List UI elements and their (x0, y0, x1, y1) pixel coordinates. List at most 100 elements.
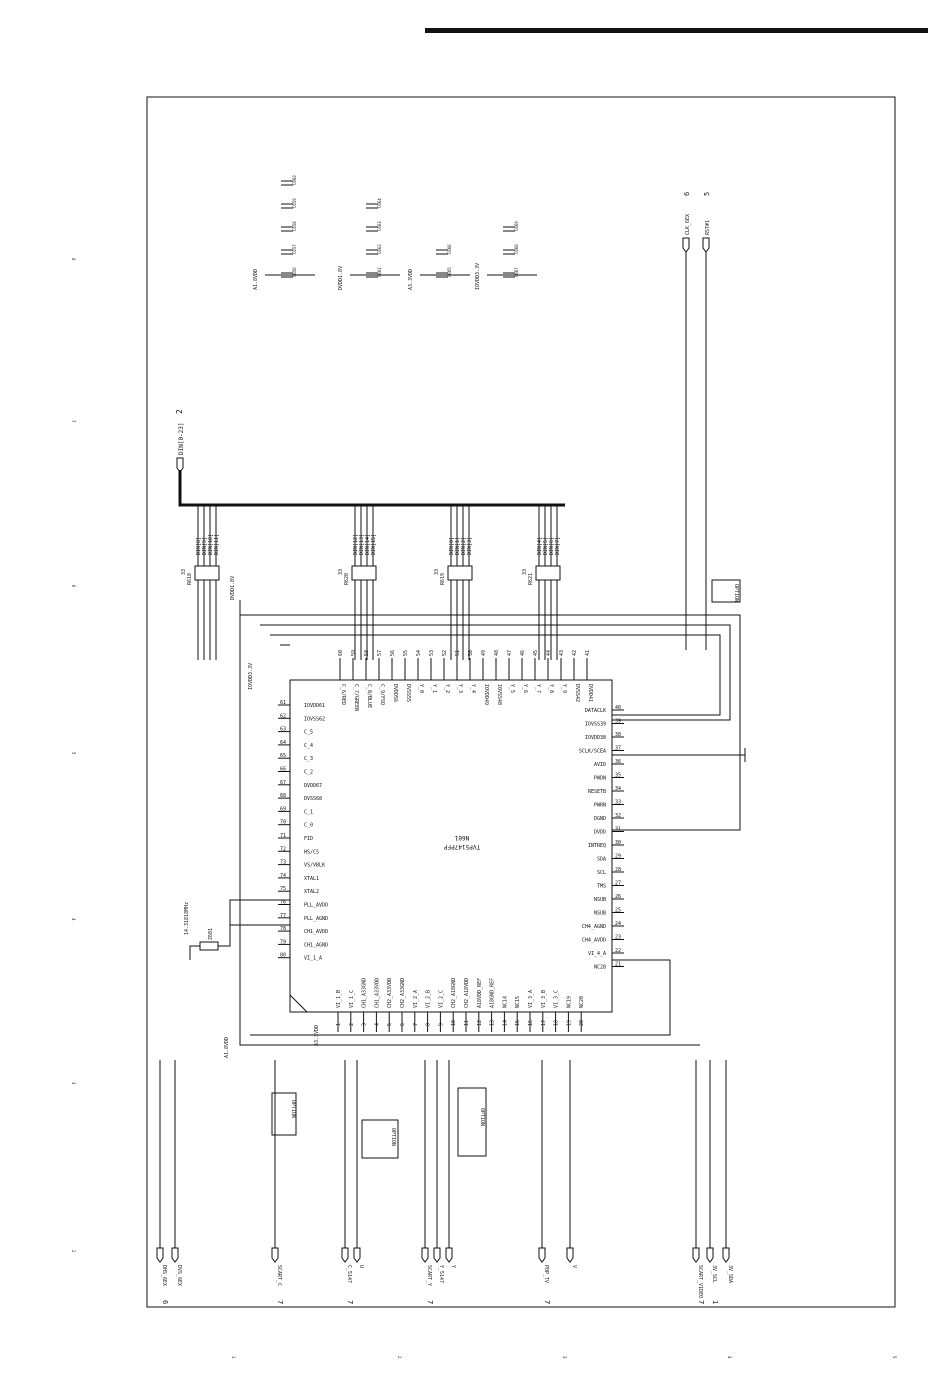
net-label: DIN[1] (455, 537, 461, 555)
pin-name-60: C_6/RED (340, 684, 346, 705)
pin-num-1: 1 (336, 1023, 342, 1026)
pin-num-63: 63 (280, 727, 286, 733)
port-label-3v_sda: 3V_SDA (727, 1265, 733, 1283)
pin-num-37: 37 (615, 746, 621, 752)
cap-ref: C657 (292, 244, 297, 254)
pin-name-2: VI_1_C (349, 990, 355, 1008)
port-connector (682, 237, 690, 253)
pin-num-45: 45 (533, 650, 539, 656)
pin-num-41: 41 (585, 650, 591, 656)
crystal-circuit: 14.31818MHz Z601 (184, 899, 290, 960)
resistor-array-R618 (194, 565, 220, 581)
pin-name-42: DVSS42 (574, 684, 580, 702)
pin-num-22: 22 (615, 948, 621, 954)
port-connector (156, 1247, 164, 1263)
pin-num-10: 10 (451, 1020, 457, 1026)
pin-name-9: VI_2_C (438, 990, 444, 1008)
tick-left: 5 (71, 752, 76, 755)
tick-bottom: 5 (892, 1356, 897, 1359)
pin-num-51: 51 (455, 650, 461, 656)
tick-left: 3 (71, 1082, 76, 1085)
pin-name-29: SDA (597, 857, 606, 863)
port-label-y_5147: Y_5147 (438, 1265, 444, 1283)
tick-left: 4 (71, 918, 76, 921)
pin-num-42: 42 (572, 650, 578, 656)
pin-num-78: 78 (280, 926, 286, 932)
pin-num-23: 23 (615, 935, 621, 941)
pin-name-48: IOVSS48 (496, 684, 502, 705)
pin-name-30: INTREQ (588, 843, 606, 849)
pin-num-29: 29 (615, 854, 621, 860)
port-label-u: U (358, 1265, 364, 1268)
resistor-array-value: 33 (434, 569, 440, 575)
pin-num-53: 53 (429, 650, 435, 656)
resistor-array-R620 (351, 565, 377, 581)
option-label-2: OPTION (390, 1128, 396, 1146)
pin-name-50: Y_4 (470, 684, 476, 693)
pin-num-16: 16 (528, 1020, 534, 1026)
pin-name-24: CH4_AGND (582, 924, 606, 930)
pin-num-47: 47 (507, 650, 513, 656)
option-label-4: OPTION (733, 584, 739, 602)
pin-name-49: IOVDD49 (483, 684, 489, 705)
resistor-array-R619 (447, 565, 473, 581)
pin-name-74: XTAL1 (304, 876, 319, 882)
tick-left: 2 (71, 1250, 76, 1253)
pin-num-5: 5 (387, 1023, 393, 1026)
pin-name-58: C_8/BLUE (366, 684, 372, 708)
tick-bottom: 2 (397, 1356, 402, 1359)
pin-num-17: 17 (541, 1020, 547, 1026)
pin-num-4: 4 (374, 1023, 380, 1026)
pins-top: 60C_6/RED59C_7/GREEN58C_8/BLUE57C_9/FSO5… (338, 650, 593, 711)
pin-num-11: 11 (464, 1020, 470, 1026)
pin-name-78: CH1_AVDD (304, 929, 328, 935)
pin-name-32: DGND (594, 816, 606, 822)
crystal-ref: Z601 (208, 928, 214, 940)
pin-name-57: C_9/FSO (379, 684, 385, 705)
resistor-arrays: R61833DIN[8]DIN[9]DIN[10]DIN[11]R62033DI… (181, 505, 561, 660)
pin-name-1: VI_1_B (336, 990, 342, 1008)
pins-right: 40DATACLK39IOVSS3938IOVDD3837SCLK/SCEA36… (579, 705, 624, 971)
pin-num-25: 25 (615, 908, 621, 914)
pin-num-27: 27 (615, 881, 621, 887)
pin-name-75: XTAL2 (304, 889, 319, 895)
port-sheet: 7 (346, 1300, 354, 1304)
decap-rail-label: A3.3VDD (408, 269, 414, 290)
pin-name-8: VI_2_B (426, 990, 432, 1008)
pin-name-18: VI_3_C (554, 990, 560, 1008)
net-label: DIN[8] (196, 537, 202, 555)
pin-name-23: CH4_AVDD (582, 938, 606, 944)
pin-num-73: 73 (280, 860, 286, 866)
cap-ref: C661 (377, 267, 382, 277)
pin-name-69: C_1 (304, 809, 313, 815)
pin-num-7: 7 (413, 1023, 419, 1026)
pin-num-76: 76 (280, 900, 286, 906)
pin-name-61: IOVDD61 (304, 703, 325, 709)
cap-ref: C659 (292, 198, 297, 208)
pin-num-19: 19 (566, 1020, 572, 1026)
port-label-scart_video: SCART_VIDEO (697, 1265, 703, 1298)
pin-name-65: C_3 (304, 756, 313, 762)
net-label: DIN[13] (359, 534, 365, 555)
port-sheet: 7 (276, 1300, 284, 1304)
pin-num-75: 75 (280, 886, 286, 892)
pin-num-48: 48 (494, 650, 500, 656)
pins-bottom: 1VI_1_B2VI_1_C3CH1_A33GND4CH1_A33VDD5CH2… (336, 978, 585, 1032)
bus-sheet: 2 (175, 409, 184, 414)
pin-name-80: VI_1_A (304, 956, 322, 962)
pin-name-67: DVDD67 (304, 783, 322, 789)
net-label: DIN[3] (467, 537, 473, 555)
pin-name-43: Y_9 (561, 684, 567, 693)
net-label: DIN[0] (449, 537, 455, 555)
pin-num-30: 30 (615, 840, 621, 846)
pin-name-71: FID (304, 836, 313, 842)
pin-num-20: 20 (579, 1020, 585, 1026)
pin-name-17: VI_3_B (541, 990, 547, 1008)
pin-num-18: 18 (554, 1020, 560, 1026)
pin-name-77: PLL_AGND (304, 916, 328, 922)
pin-name-37: SCLK/SCEA (579, 749, 606, 755)
pin-name-45: Y_7 (535, 684, 541, 693)
pin-name-73: VS/VBLK (304, 863, 325, 869)
